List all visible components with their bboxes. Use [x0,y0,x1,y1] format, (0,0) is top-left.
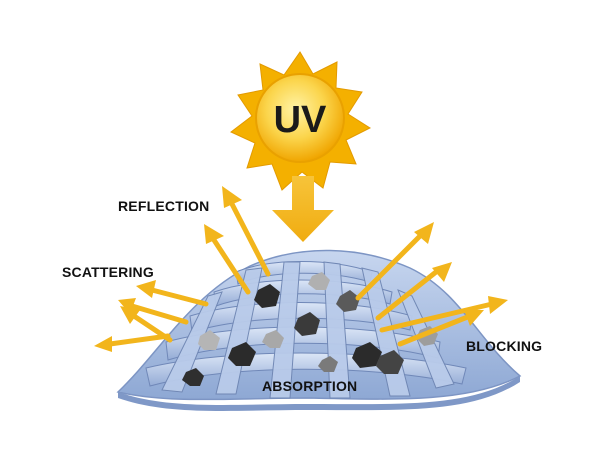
reflection-ray-2 [204,224,251,295]
outgoing-uv-rays [94,186,508,352]
blocking-label: BLOCKING [466,338,543,354]
absorber-particles [182,272,438,386]
incoming-uv-arrow [272,176,334,242]
sun-icon [230,51,372,191]
blocking-ray-1 [379,296,508,333]
reflection-ray-1 [222,186,271,277]
reflection-ray-4 [375,262,452,321]
absorption-label: ABSORPTION [262,378,358,394]
reflection-ray-3 [355,222,434,301]
scattering-ray-1 [136,280,209,307]
scattering-label: SCATTERING [62,264,154,280]
scattering-ray-4 [120,306,173,343]
reflection-label: REFLECTION [118,198,210,214]
scattering-ray-3 [94,333,171,352]
sun-label: UV [274,99,327,141]
fabric-sample [116,249,522,411]
blocking-ray-2 [397,310,484,347]
